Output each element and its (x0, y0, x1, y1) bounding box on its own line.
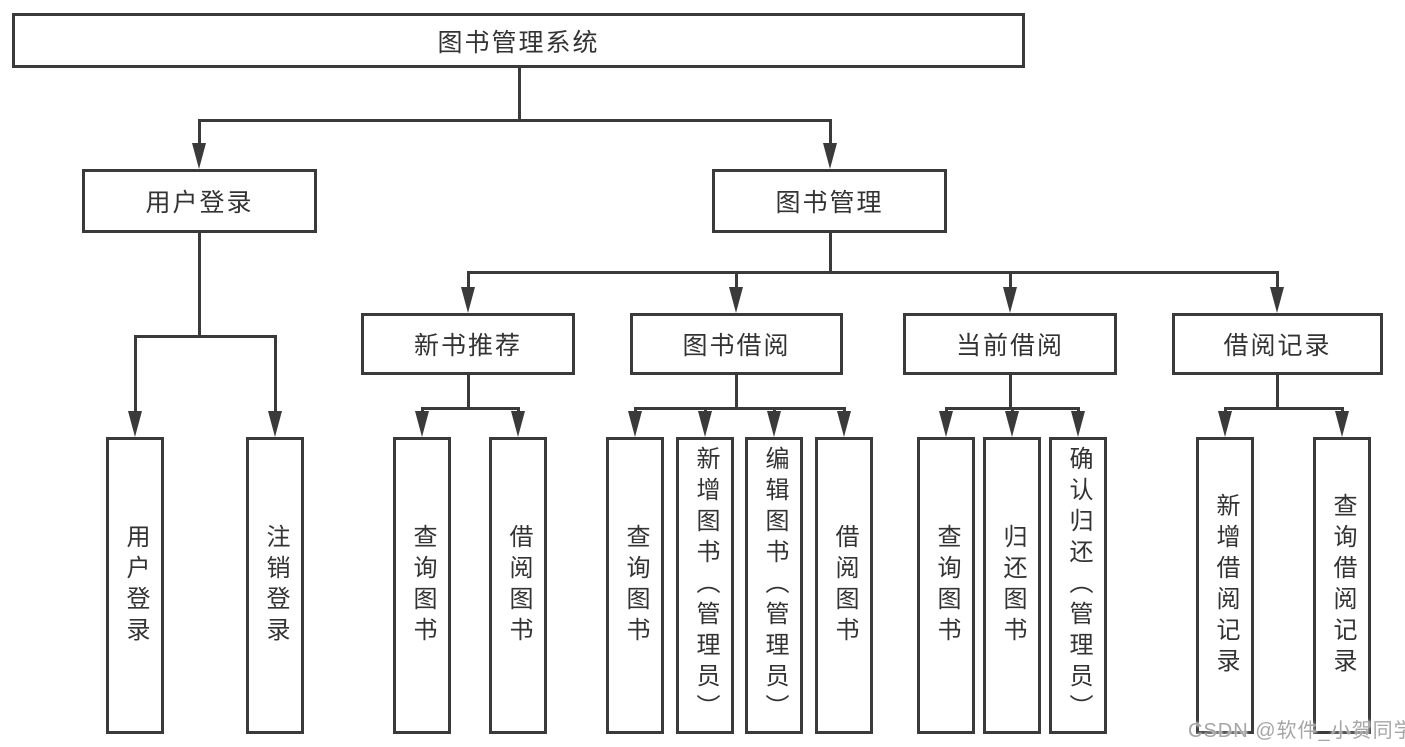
connector-drop (1076, 407, 1080, 411)
connector-drop (734, 271, 738, 287)
connector-stem (517, 68, 521, 122)
node-book-management: 图书管理 (712, 169, 947, 233)
node-current-borrow: 当前借阅 (903, 313, 1117, 375)
connector-stem (1008, 375, 1012, 410)
node-query-borrow-record: 查询借阅记录 (1313, 437, 1371, 734)
connector-drop (420, 407, 424, 411)
connector-branch (420, 407, 520, 410)
connector-drop (516, 407, 520, 411)
node-return-books: 归还图书 (983, 437, 1041, 734)
node-add-books-admin: 新增图书（管理员） (676, 437, 734, 734)
node-edit-books-admin: 编辑图书（管理员） (745, 437, 803, 734)
connector-stem (1275, 375, 1279, 410)
connector-branch (197, 119, 832, 122)
node-query-books-3: 查询图书 (917, 437, 975, 734)
watermark-text: CSDN @软件_小贺同学 (1188, 720, 1405, 742)
node-borrow-records: 借阅记录 (1172, 313, 1383, 375)
arrow-down-icon (1005, 411, 1019, 437)
connector-branch (633, 407, 846, 410)
arrow-down-icon (628, 411, 642, 437)
arrow-down-icon (1003, 287, 1017, 313)
arrow-down-icon (1071, 411, 1085, 437)
node-book-borrow: 图书借阅 (630, 313, 843, 375)
arrow-down-icon (1218, 411, 1232, 437)
node-new-book-recommend: 新书推荐 (361, 313, 575, 375)
connector-drop (1340, 407, 1344, 411)
node-borrow-books-1: 借阅图书 (489, 437, 547, 734)
arrow-down-icon (192, 143, 206, 169)
arrow-down-icon (698, 411, 712, 437)
node-borrow-books-2: 借阅图书 (815, 437, 873, 734)
arrow-down-icon (767, 411, 781, 437)
connector-drop (197, 119, 201, 143)
arrow-down-icon (461, 287, 475, 313)
node-library-system: 图书管理系统 (12, 13, 1025, 68)
connector-drop (842, 407, 846, 411)
arrow-down-icon (939, 411, 953, 437)
arrow-down-icon (511, 411, 525, 437)
connector-stem (197, 233, 201, 338)
connector-stem (734, 375, 738, 410)
arrow-down-icon (837, 411, 851, 437)
node-add-borrow-record: 新增借阅记录 (1196, 437, 1254, 734)
connector-drop (633, 407, 637, 411)
connector-drop (828, 119, 832, 143)
node-user-login: 用户登录 (82, 169, 317, 233)
node-query-books-2: 查询图书 (606, 437, 664, 734)
arrow-down-icon (268, 411, 282, 437)
connector-stem (466, 375, 470, 410)
arrow-down-icon (729, 287, 743, 313)
node-logout-action: 注销登录 (246, 437, 304, 734)
connector-drop (466, 271, 470, 287)
connector-drop (944, 407, 948, 411)
node-confirm-return-admin: 确认归还（管理员） (1049, 437, 1107, 734)
arrow-down-icon (823, 143, 837, 169)
connector-branch (133, 335, 277, 338)
connector-branch (466, 271, 1279, 274)
arrow-down-icon (1335, 411, 1349, 437)
connector-drop (1008, 271, 1012, 287)
arrow-down-icon (128, 411, 142, 437)
connector-stem (828, 233, 832, 274)
connector-drop (1275, 271, 1279, 287)
arrow-down-icon (415, 411, 429, 437)
connector-drop (133, 335, 137, 411)
connector-drop (703, 407, 707, 411)
connector-drop (772, 407, 776, 411)
connector-drop (1010, 407, 1014, 411)
connector-branch (1223, 407, 1344, 410)
node-user-login-action: 用户登录 (106, 437, 164, 734)
arrow-down-icon (1270, 287, 1284, 313)
connector-drop (1223, 407, 1227, 411)
node-query-books-1: 查询图书 (393, 437, 451, 734)
connector-drop (273, 335, 277, 411)
